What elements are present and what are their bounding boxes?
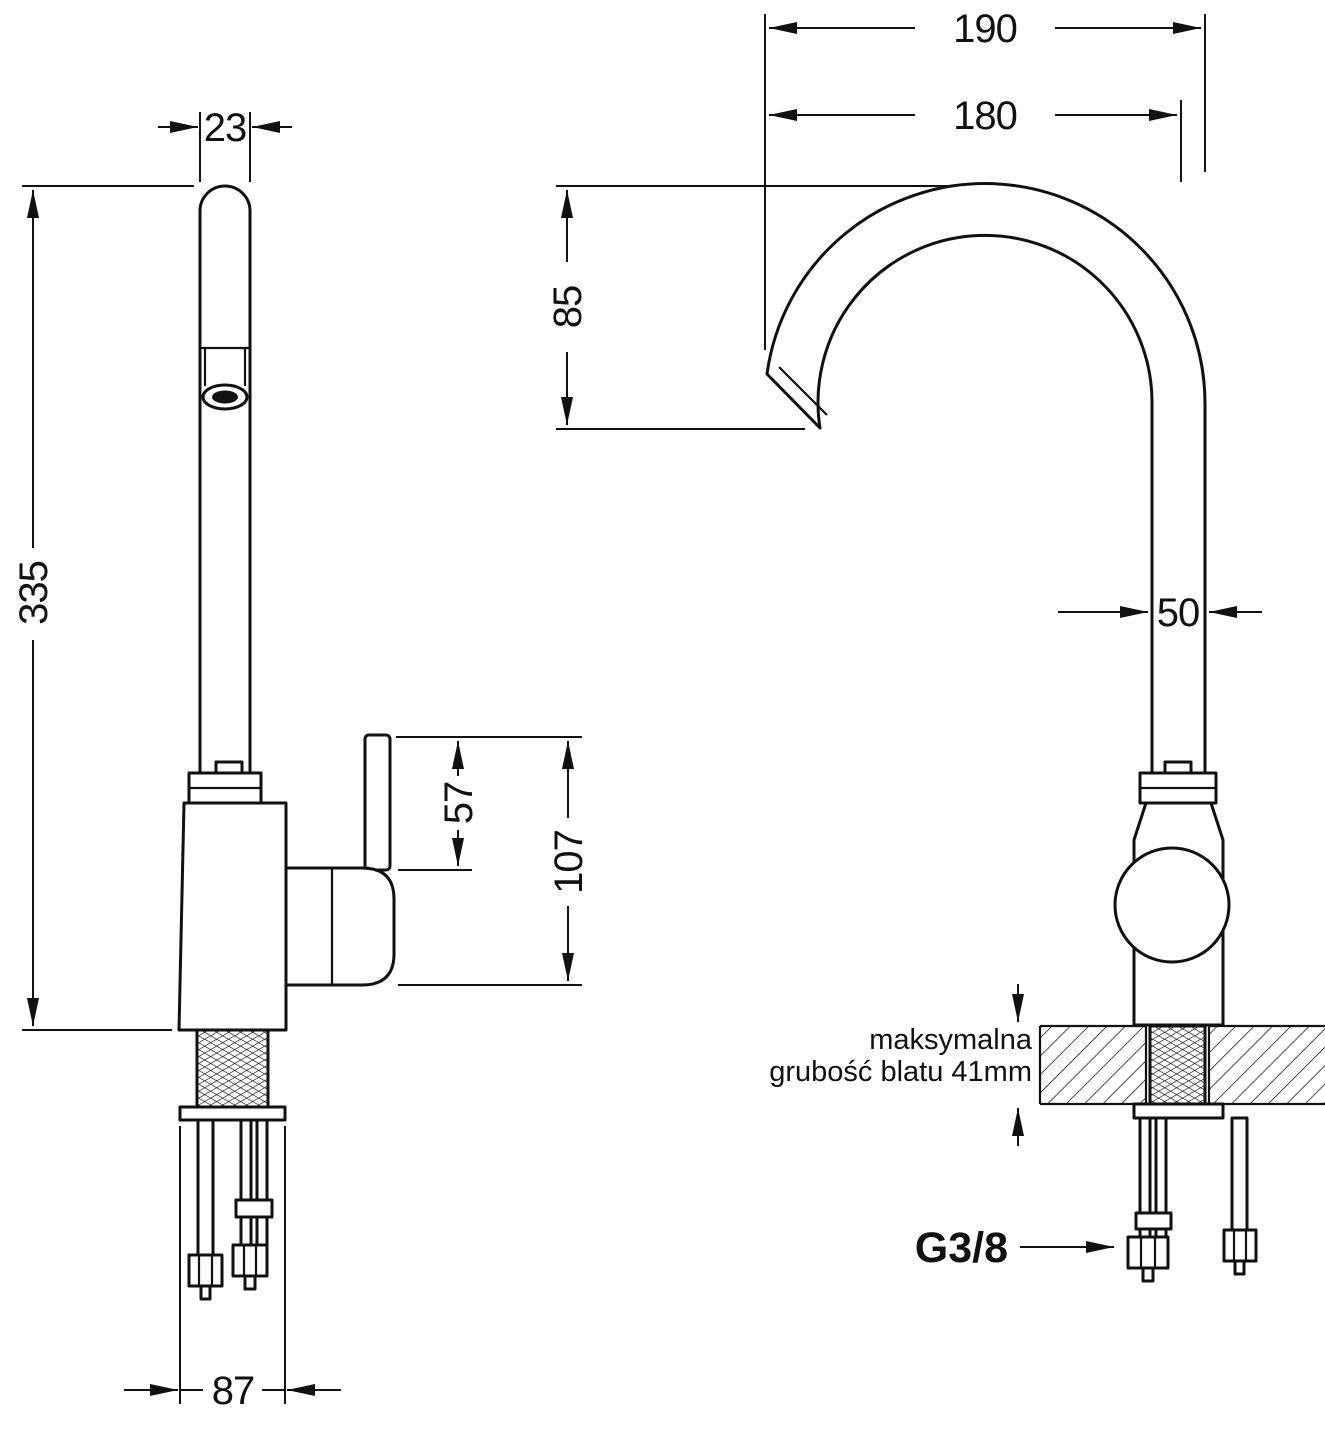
- dim-base-width: 87: [124, 1126, 341, 1413]
- dim-label-overall-height: 335: [12, 561, 56, 625]
- dim-label-spout-drop: 85: [546, 286, 590, 329]
- counter-thickness-note: maksymalna grubość blatu 41mm: [769, 1024, 1033, 1088]
- handle-joint-ball: [1113, 846, 1231, 964]
- front-view: 23 335: [12, 106, 591, 1413]
- dim-spout-width: 23: [158, 106, 292, 182]
- mounting-nut-side: [1132, 1102, 1225, 1120]
- faucet-body-front: [177, 801, 288, 1032]
- dim-label-spout-width: 23: [204, 106, 247, 150]
- aerator-opening: [212, 390, 238, 404]
- mounting-hardware-side: [1126, 1116, 1258, 1283]
- dim-label-base-width: 87: [212, 1369, 255, 1413]
- dim-spout-reach-outer: 190: [764, 7, 1206, 350]
- mounting-shank-front-hatch: [197, 1030, 268, 1107]
- thread-callout: G3/8: [915, 1224, 1114, 1272]
- gooseneck-spout: [765, 182, 1207, 773]
- countertop-section: [1038, 1024, 1325, 1106]
- handle-lever: [363, 733, 392, 872]
- mounting-hardware-front: [187, 1118, 274, 1301]
- handle-housing: [284, 866, 396, 987]
- dim-label-handle-height: 57: [437, 782, 481, 825]
- dim-spout-reach-center: 180: [769, 94, 1182, 182]
- dim-spout-drop: 85: [546, 185, 950, 430]
- thread-size-label: G3/8: [915, 1224, 1008, 1272]
- spout-outlet-front: [200, 346, 250, 411]
- base-flange-front: [178, 1105, 287, 1122]
- dim-handle-height: 57: [396, 736, 582, 871]
- side-view: 190 180 85 50: [546, 7, 1325, 1283]
- dim-column-width: 50: [1058, 591, 1262, 635]
- dim-label-column-width: 50: [1157, 591, 1200, 635]
- dim-body-height: 107: [398, 741, 591, 986]
- mounting-shank-side-hatch: [1150, 1026, 1205, 1104]
- spout-column: [198, 184, 252, 773]
- aerator-line-side: [778, 366, 828, 416]
- counter-note-line1: maksymalna: [869, 1024, 1033, 1056]
- dim-label-spout-reach-center: 180: [953, 94, 1017, 138]
- counter-note-line2: grubość blatu 41mm: [769, 1056, 1032, 1088]
- dim-label-body-height: 107: [547, 830, 591, 894]
- dim-label-spout-reach-outer: 190: [953, 7, 1017, 51]
- dim-overall-height: 335: [12, 185, 194, 1031]
